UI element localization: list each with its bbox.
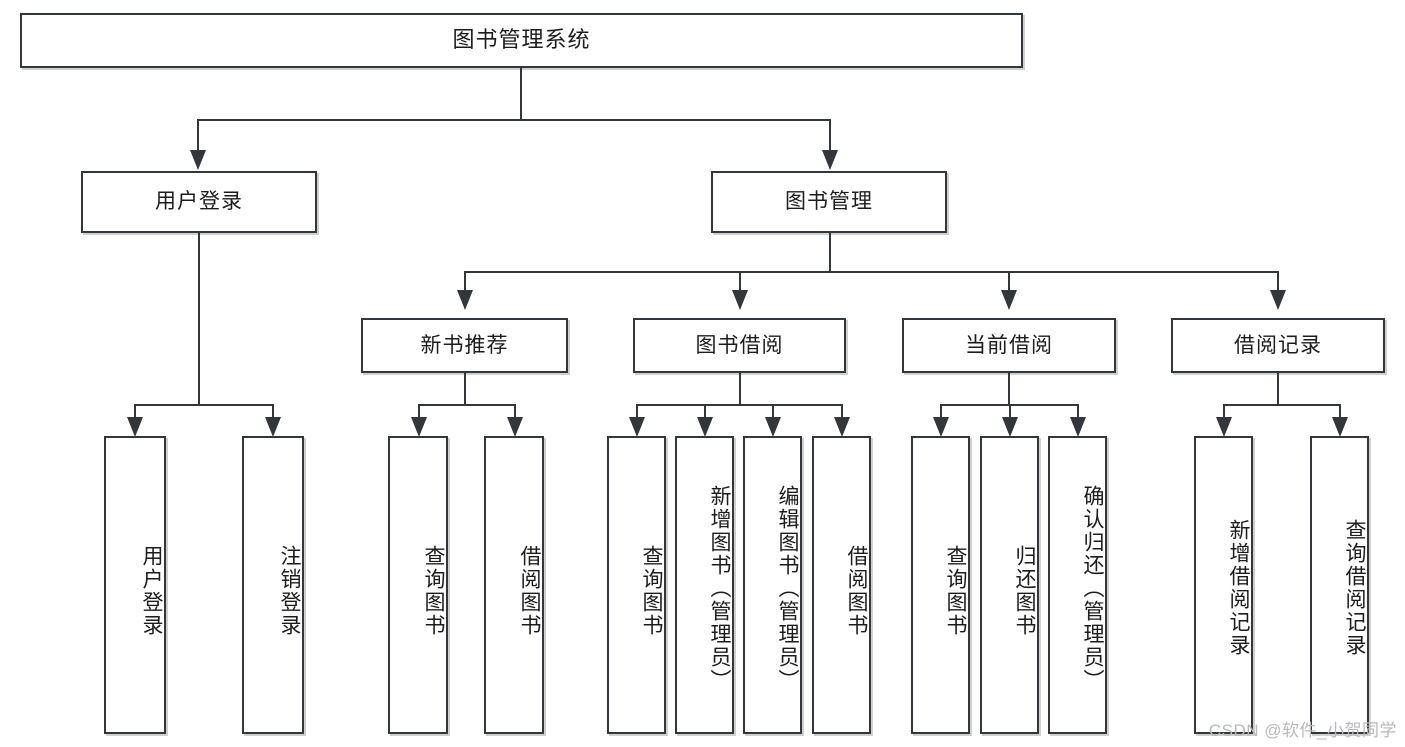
edge-to-current-borrow: [1008, 271, 1010, 292]
edge-to-leaf-cb-return: [1009, 404, 1011, 420]
leaf-nb-query-book[interactable]: 查询图书: [388, 436, 448, 734]
edge-user-login-stem: [198, 233, 200, 405]
node-label: 图书管理系统: [452, 27, 591, 53]
edge-to-leaf-bb-add: [704, 404, 706, 420]
edge-book-borrow-stem: [739, 373, 741, 405]
edge-new-book-bus: [418, 404, 516, 406]
arrowhead-leaf-br-query: [1332, 417, 1348, 437]
node-book-manage[interactable]: 图书管理: [711, 171, 947, 233]
edge-current-borrow-stem: [1008, 373, 1010, 405]
leaf-cb-return-book[interactable]: 归还图书: [980, 436, 1039, 734]
leaf-bb-query-book[interactable]: 查询图书: [607, 436, 666, 734]
edge-to-leaf-nb-borrow: [514, 404, 516, 420]
leaf-bb-edit-book[interactable]: 编辑图书（管理员）: [743, 436, 802, 734]
edge-to-borrow-record: [1277, 271, 1279, 292]
arrowhead-new-book: [457, 290, 473, 310]
edge-to-leaf-bb-borrow: [841, 404, 843, 420]
leaf-nb-borrow-book[interactable]: 借阅图书: [484, 436, 544, 734]
leaf-br-query-record[interactable]: 查询借阅记录: [1310, 436, 1369, 734]
node-borrow-record[interactable]: 借阅记录: [1171, 318, 1385, 373]
node-label: 注销登录: [278, 545, 301, 637]
node-label: 查询借阅记录: [1343, 519, 1366, 657]
arrowhead-leaf-bb-edit: [765, 417, 781, 437]
node-label: 查询图书: [422, 545, 445, 637]
node-label: 图书借阅: [695, 333, 784, 357]
leaf-bb-add-book[interactable]: 新增图书（管理员）: [675, 436, 734, 734]
node-current-borrow[interactable]: 当前借阅: [902, 318, 1116, 373]
arrowhead-user-login: [190, 150, 206, 170]
arrowhead-leaf-bb-add: [697, 417, 713, 437]
edge-to-new-book: [464, 271, 466, 292]
edge-to-book-manage: [829, 119, 831, 151]
node-label: 借阅图书: [845, 545, 868, 637]
node-label: 新增图书（管理员）: [708, 484, 731, 692]
node-label: 借阅图书: [518, 545, 541, 637]
edge-to-leaf-br-add: [1223, 404, 1225, 420]
edge-to-leaf-bb-edit: [772, 404, 774, 420]
node-label: 用户登录: [140, 545, 163, 637]
edge-to-leaf-cb-query: [940, 404, 942, 420]
edge-book-manage-stem: [829, 233, 831, 272]
leaf-cb-confirm-return[interactable]: 确认归还（管理员）: [1048, 436, 1107, 734]
arrowhead-borrow-record: [1270, 290, 1286, 310]
arrowhead-leaf-user-login: [127, 417, 143, 437]
edge-level2-bus: [464, 271, 1278, 273]
arrowhead-leaf-bb-borrow: [834, 417, 850, 437]
edge-to-leaf-logout: [272, 404, 274, 420]
edge-borrow-record-stem: [1277, 373, 1279, 405]
arrowhead-book-borrow: [732, 290, 748, 310]
edge-to-leaf-user-login: [134, 404, 136, 420]
node-new-book-recommend[interactable]: 新书推荐: [361, 318, 568, 373]
leaf-br-add-record[interactable]: 新增借阅记录: [1194, 436, 1253, 734]
edge-borrow-record-bus: [1223, 404, 1340, 406]
arrowhead-leaf-logout: [265, 417, 281, 437]
edge-root-stem: [520, 68, 522, 120]
arrowhead-current-borrow: [1001, 290, 1017, 310]
edge-to-book-borrow: [739, 271, 741, 292]
node-label: 新增借阅记录: [1227, 519, 1250, 657]
leaf-user-login[interactable]: 用户登录: [104, 436, 166, 734]
arrowhead-leaf-cb-return: [1002, 417, 1018, 437]
leaf-logout[interactable]: 注销登录: [242, 436, 304, 734]
edge-to-leaf-bb-query: [636, 404, 638, 420]
leaf-bb-borrow-book[interactable]: 借阅图书: [812, 436, 871, 734]
arrowhead-leaf-bb-query: [629, 417, 645, 437]
arrowhead-book-manage: [822, 150, 838, 170]
edge-new-book-stem: [464, 373, 466, 405]
node-label: 图书管理: [785, 190, 873, 214]
node-label: 借阅记录: [1234, 333, 1322, 357]
node-label: 当前借阅: [965, 333, 1053, 357]
node-root-system[interactable]: 图书管理系统: [20, 13, 1023, 68]
edge-to-leaf-cb-confirm: [1077, 404, 1079, 420]
arrowhead-leaf-cb-query: [933, 417, 949, 437]
edge-level1-bus: [197, 119, 831, 121]
edge-to-leaf-br-query: [1339, 404, 1341, 420]
node-label: 用户登录: [155, 190, 243, 214]
node-label: 编辑图书（管理员）: [776, 484, 799, 692]
edge-to-user-login: [197, 119, 199, 151]
node-book-borrow[interactable]: 图书借阅: [633, 318, 846, 373]
edge-user-login-bus: [134, 404, 273, 406]
node-label: 新书推荐: [420, 333, 509, 357]
node-label: 查询图书: [640, 545, 663, 637]
node-user-login[interactable]: 用户登录: [81, 171, 317, 233]
arrowhead-leaf-nb-borrow: [507, 417, 523, 437]
node-label: 确认归还（管理员）: [1081, 484, 1104, 692]
node-label: 归还图书: [1013, 545, 1036, 637]
leaf-cb-query-book[interactable]: 查询图书: [911, 436, 970, 734]
arrowhead-leaf-br-add: [1216, 417, 1232, 437]
edge-book-borrow-bus: [636, 404, 841, 406]
arrowhead-leaf-cb-confirm: [1070, 417, 1086, 437]
arrowhead-leaf-nb-query: [411, 417, 427, 437]
edge-to-leaf-nb-query: [418, 404, 420, 420]
node-label: 查询图书: [944, 545, 967, 637]
